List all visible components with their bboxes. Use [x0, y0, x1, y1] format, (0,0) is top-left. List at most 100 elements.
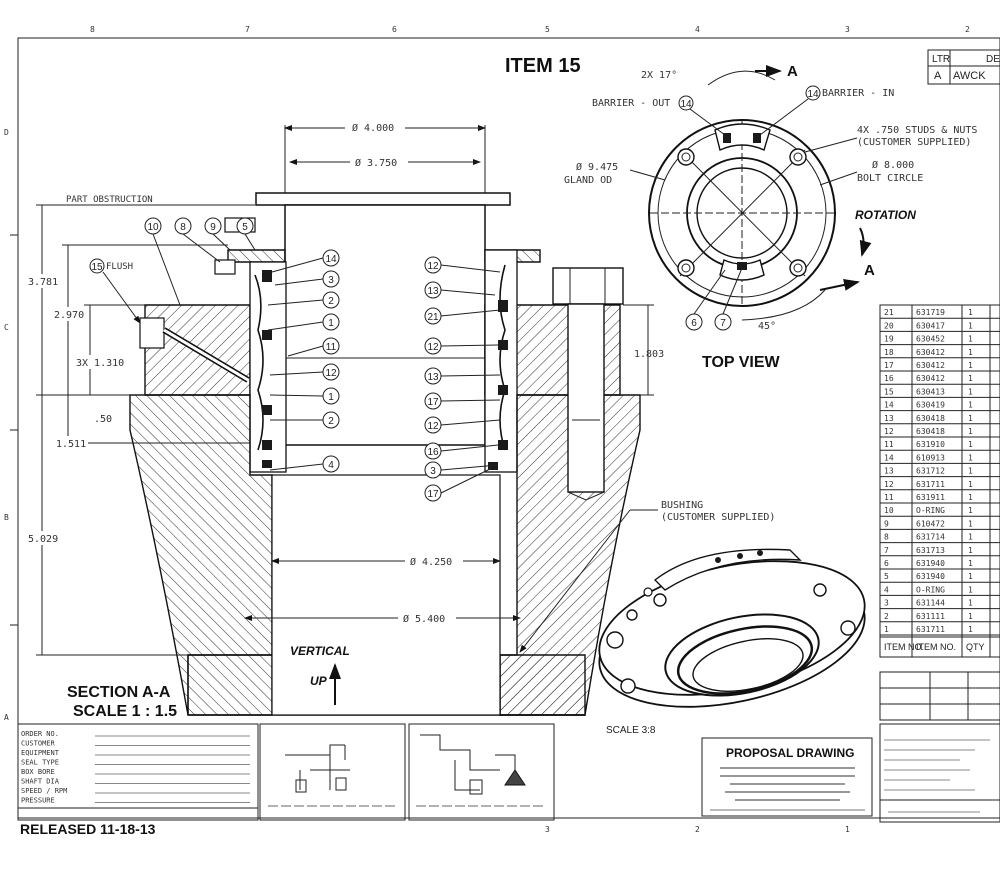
balloon-8: 8 [180, 222, 186, 233]
balloon-7: 7 [720, 318, 726, 329]
bom-qty: 1 [968, 533, 973, 542]
bom-part-no: 631714 [916, 533, 945, 542]
bom-qty: 1 [968, 335, 973, 344]
up-label: UP [310, 674, 328, 688]
bom-part-no: 631910 [916, 440, 945, 449]
title-block-field-label: BOX BORE [21, 768, 55, 776]
bom-qty: 1 [968, 546, 973, 555]
revision-block: LTR DE A AWCK [927, 49, 1000, 85]
bom-item-no: 8 [884, 533, 889, 542]
bom-item-no: 12 [884, 427, 894, 436]
bom-part-no: 630418 [916, 414, 945, 423]
bom-item-no: 16 [884, 374, 894, 383]
gland-od-dim: Ø 9.475 [576, 161, 618, 173]
rotation-label: ROTATION [855, 208, 916, 222]
bom-qty: 1 [968, 427, 973, 436]
balloon-right-stack: 16 [427, 447, 439, 458]
bushing-label: BUSHING [661, 500, 703, 511]
bom-item-no: 7 [884, 546, 889, 555]
dim-1511: 1.511 [56, 439, 86, 450]
title-block-field-label: SEAL TYPE [21, 759, 59, 767]
page-title: ITEM 15 [505, 55, 581, 77]
bom-part-no: 631911 [916, 493, 945, 502]
balloon-barrier-out: 14 [680, 99, 692, 110]
zone-label: 2 [965, 25, 970, 34]
bom-part-no: 631940 [916, 559, 945, 568]
bom-item-no: 3 [884, 599, 889, 608]
section-name: SECTION A-A [67, 684, 171, 701]
bom-qty: 1 [968, 480, 973, 489]
title-block-field-label: ORDER NO. [21, 730, 59, 738]
bom-part-no: O-RING [916, 585, 945, 594]
bom-part-no: 631711 [916, 480, 945, 489]
bom-qty: 1 [968, 321, 973, 330]
studs-note: (CUSTOMER SUPPLIED) [857, 137, 971, 148]
title-block-field-label: PRESSURE [21, 797, 55, 805]
dim-50: .50 [94, 414, 112, 425]
bom-qty: 1 [968, 440, 973, 449]
bom-part-no: 631711 [916, 625, 945, 634]
bom-qty: 1 [968, 585, 973, 594]
section-arrow-bottom: A [864, 262, 875, 279]
balloon-right-stack: 17 [427, 489, 439, 500]
bom-item-no: 11 [884, 440, 894, 449]
balloon-9: 9 [210, 222, 216, 233]
balloon-right-stack: 13 [427, 372, 439, 383]
bom-part-no: 631712 [916, 467, 945, 476]
bom-header-partno: ITEM NO. [916, 642, 956, 652]
balloon-barrier-in: 14 [807, 89, 819, 100]
bom-item-no: 21 [884, 308, 894, 317]
dim-1310: 3X 1.310 [76, 358, 124, 369]
balloon-flush: 15 [91, 262, 103, 273]
balloon-left-stack: 2 [328, 296, 334, 307]
bolt-circle-dim: Ø 8.000 [872, 159, 914, 171]
balloon-right-stack: 12 [427, 421, 439, 432]
title-block-field-label: SHAFT DIA [21, 778, 60, 786]
bom-qty: 1 [968, 612, 973, 621]
bom-part-no: 630413 [916, 387, 945, 396]
bom-qty: 1 [968, 599, 973, 608]
vertical-label: VERTICAL [290, 644, 350, 658]
section-scale: SCALE 1 : 1.5 [73, 703, 177, 720]
bom-item-no: 5 [884, 572, 889, 581]
bom-qty: 1 [968, 506, 973, 515]
title-block-field-label: CUSTOMER [21, 740, 56, 748]
zone-label: D [4, 128, 9, 137]
gland-od-label: GLAND OD [564, 175, 612, 186]
bom-item-no: 9 [884, 519, 889, 528]
balloon-right-stack: 3 [430, 466, 436, 477]
zone-label: 2 [695, 825, 700, 834]
balloon-right-stack: 21 [427, 312, 439, 323]
bolt-circle-label: BOLT CIRCLE [857, 173, 923, 184]
dim-5400: Ø 5.400 [403, 613, 445, 625]
bom-item-no: 11 [884, 493, 894, 502]
rev-header-de: DE [986, 54, 1000, 65]
bom-item-no: 18 [884, 348, 894, 357]
balloon-left-stack: 14 [325, 254, 337, 265]
zone-label: 6 [392, 25, 397, 34]
dim-3750: Ø 3.750 [355, 157, 397, 169]
bom-qty: 1 [968, 453, 973, 462]
bom-qty: 1 [968, 387, 973, 396]
zone-label: 4 [695, 25, 700, 34]
bom-qty: 1 [968, 401, 973, 410]
dim-3781: 3.781 [28, 277, 58, 288]
bom-item-no: 2 [884, 612, 889, 621]
zone-label: 7 [245, 25, 250, 34]
bom-qty: 1 [968, 467, 973, 476]
bom-qty: 1 [968, 559, 973, 568]
bom-item-no: 15 [884, 387, 894, 396]
balloon-right-stack: 12 [427, 261, 439, 272]
proposal-title: PROPOSAL DRAWING [726, 746, 854, 760]
title-block-field-label: EQUIPMENT [21, 749, 60, 757]
balloon-5: 5 [242, 222, 248, 233]
bushing-note: (CUSTOMER SUPPLIED) [661, 512, 775, 523]
iso-view: SCALE 3:8 [598, 548, 866, 736]
part-obstruction-label: PART OBSTRUCTION [66, 195, 153, 205]
bom-part-no: 630452 [916, 335, 945, 344]
bom-part-no: O-RING [916, 506, 945, 515]
dim-4250: Ø 4.250 [410, 556, 452, 568]
top-zone-markers: 8 7 6 5 4 3 2 [90, 25, 970, 34]
